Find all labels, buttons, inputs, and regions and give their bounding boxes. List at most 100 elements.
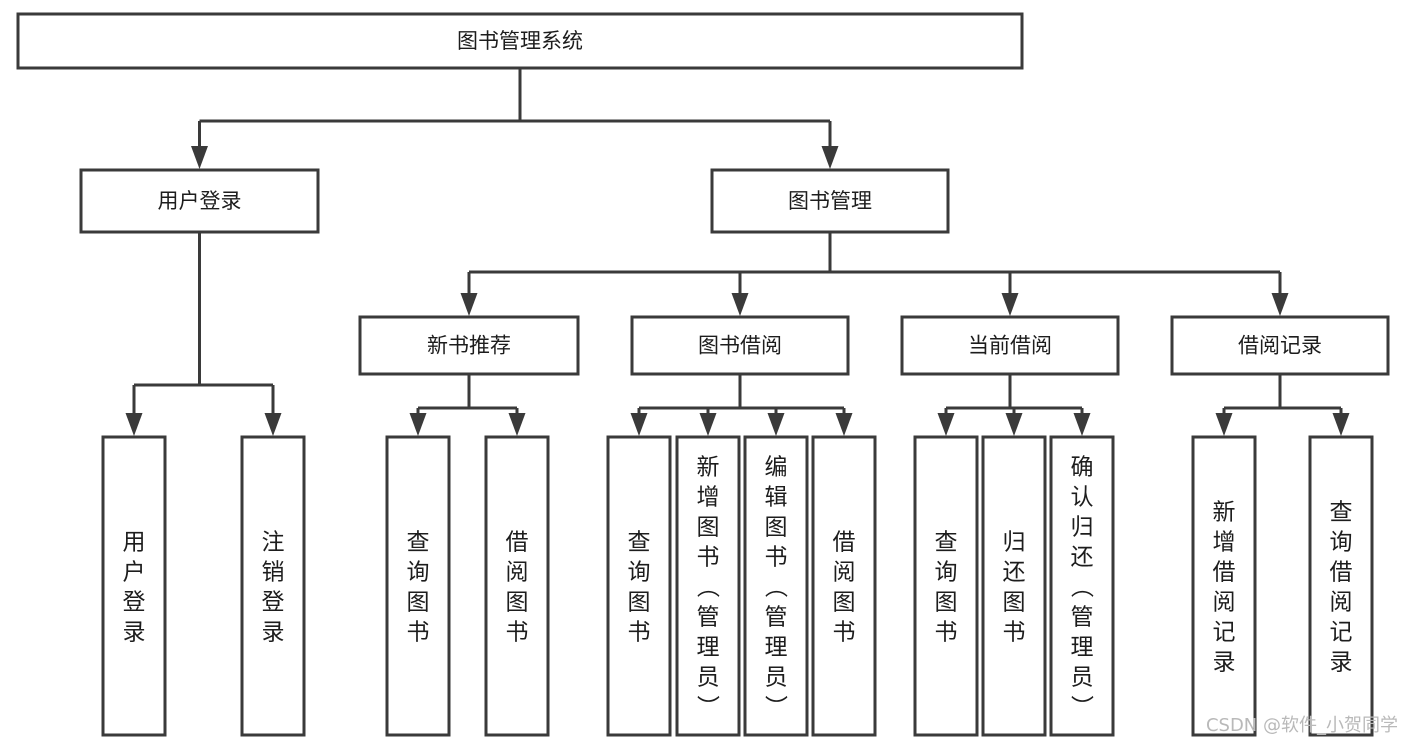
node-label-char: 查 [628,529,651,555]
node-box [358,315,580,376]
node-box [240,435,306,737]
arrow-head-icon [630,413,648,436]
node-label-char: （ [762,575,788,598]
connector-layer [125,68,1350,436]
arrow-head-icon [767,413,785,436]
node-label-char: 归 [1071,514,1094,540]
csdn-watermark: CSDN @软件_小贺同学 [1206,715,1398,736]
node-book-borrow[interactable]: 图书借阅 [630,315,850,376]
arrow-head-icon [1073,413,1091,436]
node-label-char: 图 [697,514,720,540]
arrow-head-icon [699,413,717,436]
arrow-head-icon [1271,293,1289,316]
node-label-char: 阅 [1330,589,1353,615]
node-label-char: 阅 [833,559,856,585]
node-label-char: 查 [1330,499,1353,525]
node-label-char: 书 [1003,619,1026,645]
node-label: 借阅记录 [1238,334,1322,358]
node-box [675,435,741,737]
node-borrow-record[interactable]: 借阅记录 [1170,315,1390,376]
arrow-head-icon [1332,413,1350,436]
arrow-head-icon [1005,413,1023,436]
node-label-char: 用 [123,529,146,555]
node-label-char: 理 [765,634,788,660]
node-box [811,435,877,737]
node-label-char: 录 [1213,649,1236,675]
node-current-borrow[interactable]: 当前借阅 [900,315,1120,376]
node-label-char: 图 [833,589,856,615]
node-label: 用户登录 [158,189,242,213]
node-label-char: 书 [628,619,651,645]
arrow-head-icon [460,293,478,316]
node-box [1308,435,1374,737]
node-label-char: 登 [123,589,146,615]
node-label: 新书推荐 [427,334,511,358]
node-label-char: （ [694,575,720,598]
node-label-char: 管 [697,604,720,630]
arrow-head-icon [937,413,955,436]
node-label: 图书管理 [788,189,872,213]
node-label: 当前借阅 [968,334,1052,358]
arrow-head-icon [731,293,749,316]
node-label-char: 书 [765,544,788,570]
node-layer: 图书管理系统用户登录图书管理新书推荐图书借阅当前借阅借阅记录用户登录注销登录查询… [16,12,1390,737]
node-box [101,435,167,737]
arrow-head-icon [835,413,853,436]
node-label-char: （ [1068,575,1094,598]
arrow-head-icon [264,413,282,436]
node-box [981,435,1047,737]
node-label-char: 查 [407,529,430,555]
node-label-char: 录 [123,619,146,645]
node-label-char: 增 [697,484,720,510]
node-book-manage[interactable]: 图书管理 [710,168,950,234]
node-box [900,315,1120,376]
node-label-char: 还 [1003,559,1026,585]
node-user-login[interactable]: 用户登录 [79,168,320,234]
node-box [1191,435,1257,737]
node-box [1049,435,1115,737]
node-label-char: 辑 [765,484,788,510]
node-label-char: 注 [262,529,285,555]
node-box [606,435,672,737]
node-label-char: 员 [765,664,788,690]
node-label-char: 阅 [506,559,529,585]
node-box [79,168,320,234]
node-label-char: 借 [1213,559,1236,585]
node-label-char: 查 [935,529,958,555]
node-label-char: 询 [1330,529,1353,555]
node-root[interactable]: 图书管理系统 [16,12,1024,70]
node-label-char: 录 [1330,649,1353,675]
node-label: 图书管理系统 [457,29,583,53]
node-label-char: 管 [1071,604,1094,630]
node-box [630,315,850,376]
node-label-char: 编 [765,454,788,480]
node-label-char: 新 [1213,499,1236,525]
node-label-char: 认 [1071,484,1094,510]
node-label-char: ） [694,695,720,718]
node-label-char: 增 [1213,529,1236,555]
node-label-char: 归 [1003,529,1026,555]
arrow-head-icon [1215,413,1233,436]
arrow-head-icon [191,146,208,169]
node-box [1170,315,1390,376]
node-label-char: 理 [697,634,720,660]
node-label-char: 书 [407,619,430,645]
node-label-char: 书 [506,619,529,645]
node-label-char: 还 [1071,544,1094,570]
node-label-char: 书 [833,619,856,645]
node-new-book-recommend[interactable]: 新书推荐 [358,315,580,376]
node-label-char: 登 [262,589,285,615]
node-leaf-user-login[interactable]: 用户登录 [101,435,167,737]
